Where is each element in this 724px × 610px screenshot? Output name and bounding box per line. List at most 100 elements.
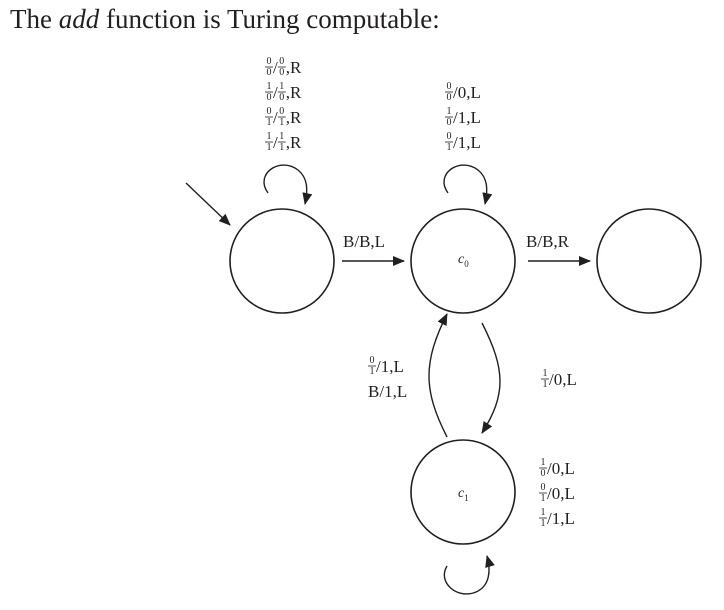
state-start — [229, 208, 335, 314]
label-c0-loop-1-write: 1 — [458, 108, 467, 127]
label-c1-loop-0-read-numerator: 1 — [541, 457, 546, 468]
label-start-c0-0-slash: / — [354, 232, 359, 251]
label-start-loop-1-read-numerator: 1 — [267, 81, 272, 92]
label-c1-loop-1-write: 0 — [552, 484, 561, 503]
label-c1-c0-1-move: ,L — [393, 382, 408, 401]
label-c1-loop-2-write: 1 — [552, 509, 561, 528]
start-arrow — [185, 182, 231, 226]
label-start-loop-3-write-numerator: 1 — [279, 131, 284, 142]
label-group-start-loop: 00/00,R10/10,R01/01,R11/11,R — [265, 56, 302, 153]
label-c0-c1-0-write: 0 — [554, 370, 563, 389]
label-start-loop-0-slash: / — [273, 58, 278, 77]
label-c0-loop-0-slash: / — [453, 83, 458, 102]
label-c1-loop-2-move: ,L — [560, 509, 575, 528]
label-group-c0-to-c1: 11/0,L — [541, 368, 577, 390]
label-c0-loop-0-read-numerator: 0 — [447, 81, 452, 92]
label-group-c0-loop: 00/0,L10/1,L01/1,L — [445, 81, 481, 153]
label-start-loop-2-write-denominator: 1 — [279, 117, 284, 128]
label-start-loop-0-move: ,R — [286, 58, 302, 77]
label-c0-loop-1-read-numerator: 1 — [447, 106, 452, 117]
label-c0-c1-0-read-denominator: 1 — [543, 379, 548, 390]
label-c0-loop-2-move: ,L — [466, 133, 481, 152]
label-c1-c0-0-write: 1 — [381, 357, 390, 376]
label-group-c1-to-c0: 01/1,LB/1,L — [368, 355, 407, 401]
label-c0-halt-0-write: B — [542, 232, 553, 251]
label-start-loop-1-write-numerator: 1 — [279, 81, 284, 92]
label-c1-c0-0-slash: / — [376, 357, 381, 376]
label-c0-loop-2-write: 1 — [458, 133, 467, 152]
label-group-start-to-c0: B/B,L — [343, 232, 385, 251]
label-c0-halt-0-slash: / — [537, 232, 542, 251]
label-c0-loop-1-move: ,L — [466, 108, 481, 127]
label-start-loop-2-write-numerator: 0 — [279, 106, 284, 117]
label-c1-c0-0-move: ,L — [389, 357, 404, 376]
label-c1-c0-0-read-denominator: 1 — [370, 366, 375, 377]
label-start-loop-0-read-numerator: 0 — [267, 56, 272, 67]
label-group-c0-to-halt: B/B,R — [526, 232, 570, 251]
label-c1-c0-1-write: 1 — [384, 382, 393, 401]
label-start-loop-0-write-numerator: 0 — [279, 56, 284, 67]
label-c0-c1-0-read-numerator: 1 — [543, 368, 548, 379]
label-c0-loop-0-move: ,L — [466, 83, 481, 102]
label-c1-loop-1-read-numerator: 0 — [541, 482, 546, 493]
page-title: The add function is Turing computable: — [10, 4, 440, 35]
label-c1-loop-2-slash: / — [547, 509, 552, 528]
label-start-loop-2-read-numerator: 0 — [267, 106, 272, 117]
label-c0-c1-0-slash: / — [549, 370, 554, 389]
label-c1-loop-2-read-numerator: 1 — [541, 507, 546, 518]
label-c1-loop-0-write: 0 — [552, 459, 561, 478]
label-start-loop-3-write-denominator: 1 — [279, 142, 284, 153]
state-c0-label: c0 — [458, 252, 469, 269]
label-start-loop-3-slash: / — [273, 133, 278, 152]
label-c1-c0-1-read: B — [368, 382, 379, 401]
state-c1-label: c1 — [458, 486, 469, 503]
label-start-loop-0-write-denominator: 0 — [279, 67, 284, 78]
label-start-loop-2-slash: / — [273, 108, 278, 127]
label-start-loop-2-move: ,R — [286, 108, 302, 127]
label-c0-loop-2-read-numerator: 0 — [447, 131, 452, 142]
edge-c1-to-c0 — [428, 313, 448, 438]
loop-start — [263, 164, 313, 205]
label-group-c1-loop: 10/0,L01/0,L11/1,L — [539, 457, 575, 529]
label-start-loop-3-read-numerator: 1 — [267, 131, 272, 142]
title-pre: The — [10, 4, 59, 34]
label-c1-loop-0-read-denominator: 0 — [541, 468, 546, 479]
title-post: function is Turing computable: — [99, 4, 440, 34]
label-c1-c0-0-read-numerator: 0 — [370, 355, 375, 366]
loop-c1 — [443, 555, 495, 595]
state-c1 — [410, 439, 516, 545]
label-start-loop-2-read-denominator: 1 — [267, 117, 272, 128]
label-c0-loop-2-slash: / — [453, 133, 458, 152]
title-emphasis: add — [58, 4, 100, 34]
label-start-loop-1-read-denominator: 0 — [267, 92, 272, 103]
edge-c0-to-c1 — [481, 322, 501, 434]
label-start-loop-3-read-denominator: 1 — [267, 142, 272, 153]
label-c1-loop-1-move: ,L — [560, 484, 575, 503]
label-c1-loop-1-slash: / — [547, 484, 552, 503]
label-c0-halt-0-read: B — [526, 232, 537, 251]
label-c0-loop-0-write: 0 — [458, 83, 467, 102]
state-c0 — [410, 208, 516, 314]
label-start-loop-1-move: ,R — [286, 83, 302, 102]
label-start-loop-1-slash: / — [273, 83, 278, 102]
label-c0-c1-0-move: ,L — [562, 370, 577, 389]
label-c0-loop-0-read-denominator: 0 — [447, 92, 452, 103]
label-start-c0-0-move: ,L — [370, 232, 385, 251]
label-start-c0-0-read: B — [343, 232, 354, 251]
label-c1-loop-2-read-denominator: 1 — [541, 518, 546, 529]
label-start-loop-0-read-denominator: 0 — [267, 67, 272, 78]
state-halt — [596, 208, 702, 314]
label-c1-c0-1-slash: / — [379, 382, 384, 401]
loop-c0 — [443, 164, 493, 205]
label-c1-loop-1-read-denominator: 1 — [541, 493, 546, 504]
label-start-loop-1-write-denominator: 0 — [279, 92, 284, 103]
label-c0-loop-1-read-denominator: 0 — [447, 117, 452, 128]
label-c1-loop-0-slash: / — [547, 459, 552, 478]
label-c1-loop-0-move: ,L — [560, 459, 575, 478]
label-c0-loop-2-read-denominator: 1 — [447, 142, 452, 153]
label-c0-halt-0-move: ,R — [553, 232, 569, 251]
label-c0-loop-1-slash: / — [453, 108, 458, 127]
label-start-c0-0-write: B — [359, 232, 370, 251]
label-start-loop-3-move: ,R — [286, 133, 302, 152]
